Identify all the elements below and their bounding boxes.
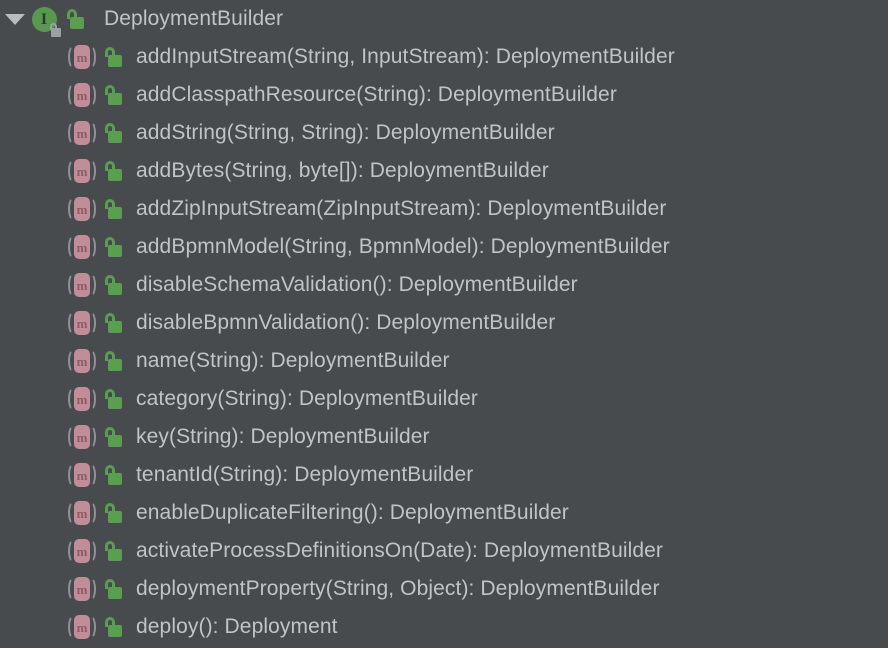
tree-row-label: addZipInputStream(ZipInputStream): Deplo… bbox=[136, 197, 667, 220]
method-letter: m bbox=[76, 202, 88, 217]
tree-row-method[interactable]: m addZipInputStream(ZipInputStream): Depl… bbox=[0, 190, 888, 228]
method-letter: m bbox=[76, 50, 88, 65]
tree-row-method[interactable]: m addString(String, String): DeploymentBu… bbox=[0, 114, 888, 152]
tree-row-method[interactable]: m key(String): DeploymentBuilder bbox=[0, 418, 888, 456]
method-icon: m bbox=[66, 532, 98, 570]
interface-icon: I bbox=[28, 0, 62, 38]
method-letter: m bbox=[76, 164, 88, 179]
tree-row-method[interactable]: m activateProcessDefinitionsOn(Date): Dep… bbox=[0, 532, 888, 570]
method-icon: m bbox=[66, 76, 98, 114]
public-unlocked-icon bbox=[98, 152, 128, 190]
method-letter: m bbox=[76, 240, 88, 255]
tree-row-label: deploy(): Deployment bbox=[136, 615, 338, 638]
lock-badge-icon bbox=[49, 22, 62, 37]
public-unlocked-icon bbox=[98, 38, 128, 76]
public-unlocked-icon bbox=[60, 0, 90, 38]
tree-row-label: name(String): DeploymentBuilder bbox=[136, 349, 450, 372]
tree-row-label: activateProcessDefinitionsOn(Date): Depl… bbox=[136, 539, 664, 562]
public-unlocked-icon bbox=[98, 418, 128, 456]
method-icon: m bbox=[66, 608, 98, 646]
method-letter: m bbox=[76, 126, 88, 141]
method-letter: m bbox=[76, 430, 88, 445]
tree-row-method[interactable]: m category(String): DeploymentBuilder bbox=[0, 380, 888, 418]
method-letter: m bbox=[76, 544, 88, 559]
tree-row-label: enableDuplicateFiltering(): DeploymentBu… bbox=[136, 501, 569, 524]
public-unlocked-icon bbox=[98, 266, 128, 304]
public-unlocked-icon bbox=[98, 532, 128, 570]
method-letter: m bbox=[76, 506, 88, 521]
public-unlocked-icon bbox=[98, 494, 128, 532]
tree-row-method[interactable]: m addBytes(String, byte[]): DeploymentBui… bbox=[0, 152, 888, 190]
public-unlocked-icon bbox=[98, 114, 128, 152]
method-icon: m bbox=[66, 152, 98, 190]
public-unlocked-icon bbox=[98, 76, 128, 114]
tree-row-method[interactable]: m deploy(): Deployment bbox=[0, 608, 888, 646]
tree-row-method[interactable]: m disableSchemaValidation(): DeploymentBu… bbox=[0, 266, 888, 304]
public-unlocked-icon bbox=[98, 456, 128, 494]
tree-row-method[interactable]: m disableBpmnValidation(): DeploymentBuil… bbox=[0, 304, 888, 342]
interface-letter: I bbox=[40, 10, 48, 28]
method-letter: m bbox=[76, 620, 88, 635]
public-unlocked-icon bbox=[98, 228, 128, 266]
method-letter: m bbox=[76, 392, 88, 407]
public-unlocked-icon bbox=[98, 342, 128, 380]
tree-row-label: addClasspathResource(String): Deployment… bbox=[136, 83, 617, 106]
tree-row-label: addString(String, String): DeploymentBui… bbox=[136, 121, 555, 144]
tree-row-label: deploymentProperty(String, Object): Depl… bbox=[136, 577, 660, 600]
method-letter: m bbox=[76, 582, 88, 597]
public-unlocked-icon bbox=[98, 570, 128, 608]
method-icon: m bbox=[66, 114, 98, 152]
public-unlocked-icon bbox=[98, 190, 128, 228]
tree-row-method[interactable]: m tenantId(String): DeploymentBuilder bbox=[0, 456, 888, 494]
method-icon: m bbox=[66, 494, 98, 532]
method-letter: m bbox=[76, 354, 88, 369]
tree-row-label: disableSchemaValidation(): DeploymentBui… bbox=[136, 273, 578, 296]
method-icon: m bbox=[66, 380, 98, 418]
tree-row-method[interactable]: m addClasspathResource(String): Deploymen… bbox=[0, 76, 888, 114]
tree-member-list: m addInputStream(String, InputStream): De… bbox=[0, 38, 888, 646]
method-icon: m bbox=[66, 266, 98, 304]
public-unlocked-icon bbox=[98, 608, 128, 646]
method-icon: m bbox=[66, 304, 98, 342]
tree-row-label: addInputStream(String, InputStream): Dep… bbox=[136, 45, 675, 68]
tree-row-label: DeploymentBuilder bbox=[104, 7, 284, 30]
method-icon: m bbox=[66, 228, 98, 266]
method-icon: m bbox=[66, 418, 98, 456]
method-letter: m bbox=[76, 278, 88, 293]
method-icon: m bbox=[66, 570, 98, 608]
method-icon: m bbox=[66, 342, 98, 380]
public-unlocked-icon bbox=[98, 304, 128, 342]
tree-row-method[interactable]: m enableDuplicateFiltering(): DeploymentB… bbox=[0, 494, 888, 532]
method-letter: m bbox=[76, 468, 88, 483]
tree-row-method[interactable]: m name(String): DeploymentBuilder bbox=[0, 342, 888, 380]
tree-row-root[interactable]: I DeploymentBuilder bbox=[0, 0, 888, 38]
tree-row-label: addBytes(String, byte[]): DeploymentBuil… bbox=[136, 159, 549, 182]
tree-row-label: key(String): DeploymentBuilder bbox=[136, 425, 430, 448]
method-icon: m bbox=[66, 456, 98, 494]
tree-row-label: addBpmnModel(String, BpmnModel): Deploym… bbox=[136, 235, 670, 258]
tree-row-method[interactable]: m deploymentProperty(String, Object): Dep… bbox=[0, 570, 888, 608]
method-icon: m bbox=[66, 38, 98, 76]
public-unlocked-icon bbox=[98, 380, 128, 418]
tree-row-method[interactable]: m addBpmnModel(String, BpmnModel): Deploy… bbox=[0, 228, 888, 266]
tree-row-method[interactable]: m addInputStream(String, InputStream): De… bbox=[0, 38, 888, 76]
method-letter: m bbox=[76, 316, 88, 331]
triangle-down-icon[interactable] bbox=[2, 0, 28, 38]
tree-row-label: category(String): DeploymentBuilder bbox=[136, 387, 478, 410]
method-letter: m bbox=[76, 88, 88, 103]
method-icon: m bbox=[66, 190, 98, 228]
tree-row-label: disableBpmnValidation(): DeploymentBuild… bbox=[136, 311, 556, 334]
tree-row-label: tenantId(String): DeploymentBuilder bbox=[136, 463, 474, 486]
